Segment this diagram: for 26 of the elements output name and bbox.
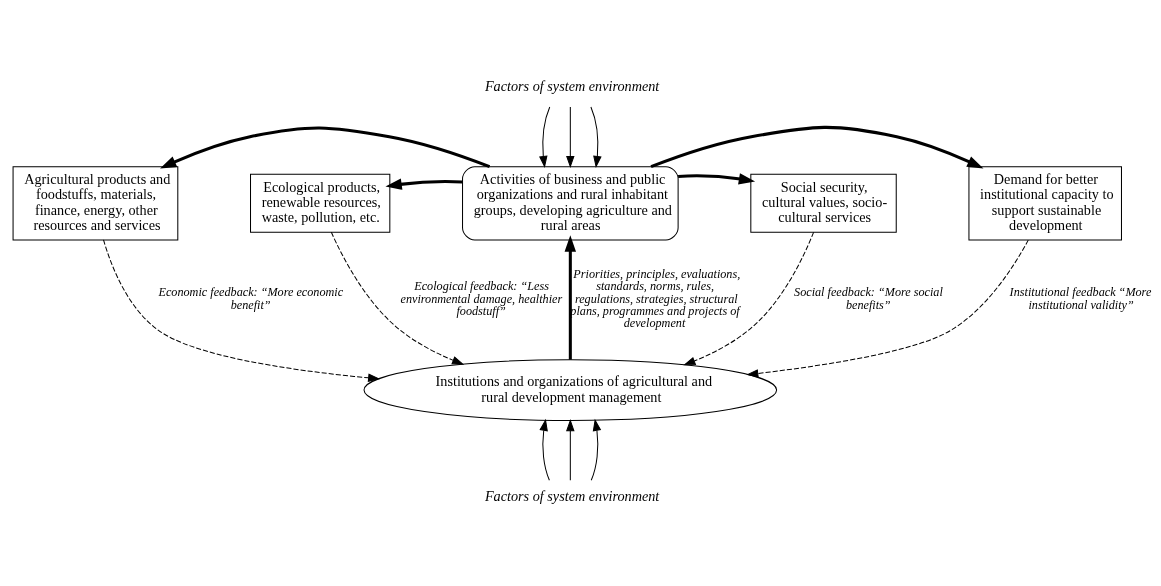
node-box: Demand for better institutional capacity to support sustainable development [967, 165, 1122, 240]
arrow [677, 172, 755, 184]
arrow [650, 125, 983, 168]
arrow [102, 238, 380, 382]
edge-label: Social feedback: “More social benefits” [793, 284, 943, 312]
edge-label: Ecological feedback: “Less environmental damage, healthier foodstuff” [400, 278, 562, 318]
arrow [565, 418, 575, 481]
arrow [682, 231, 814, 365]
arrow [384, 178, 462, 190]
arrow [590, 418, 601, 481]
arrow [565, 106, 575, 168]
edge-label: Economic feedback: “More economic benefit” [157, 284, 343, 312]
arrow [159, 125, 490, 168]
node-text: Factors of system environment [484, 77, 659, 94]
edge-label: Institutional feedback “More institutional validity” [1009, 284, 1151, 312]
arrow [564, 234, 576, 360]
arrow [589, 106, 602, 168]
node-box: Social security, cultural values, socio-cultural services [749, 173, 897, 233]
arrow [330, 231, 464, 365]
arrow [538, 106, 550, 168]
node-box: Activities of business and public organizations and rural inhabitant groups, developing agriculture and rural areas [461, 165, 679, 240]
node-box: Agricultural products and foodstuffs, materials, finance, energy, other resources and services [12, 165, 178, 240]
arrow [538, 418, 550, 481]
node-box: Ecological products, renewable resources, waste, pollution, etc. [249, 173, 390, 233]
arrow [745, 239, 1029, 378]
node-text: Factors of system environment [484, 487, 659, 504]
